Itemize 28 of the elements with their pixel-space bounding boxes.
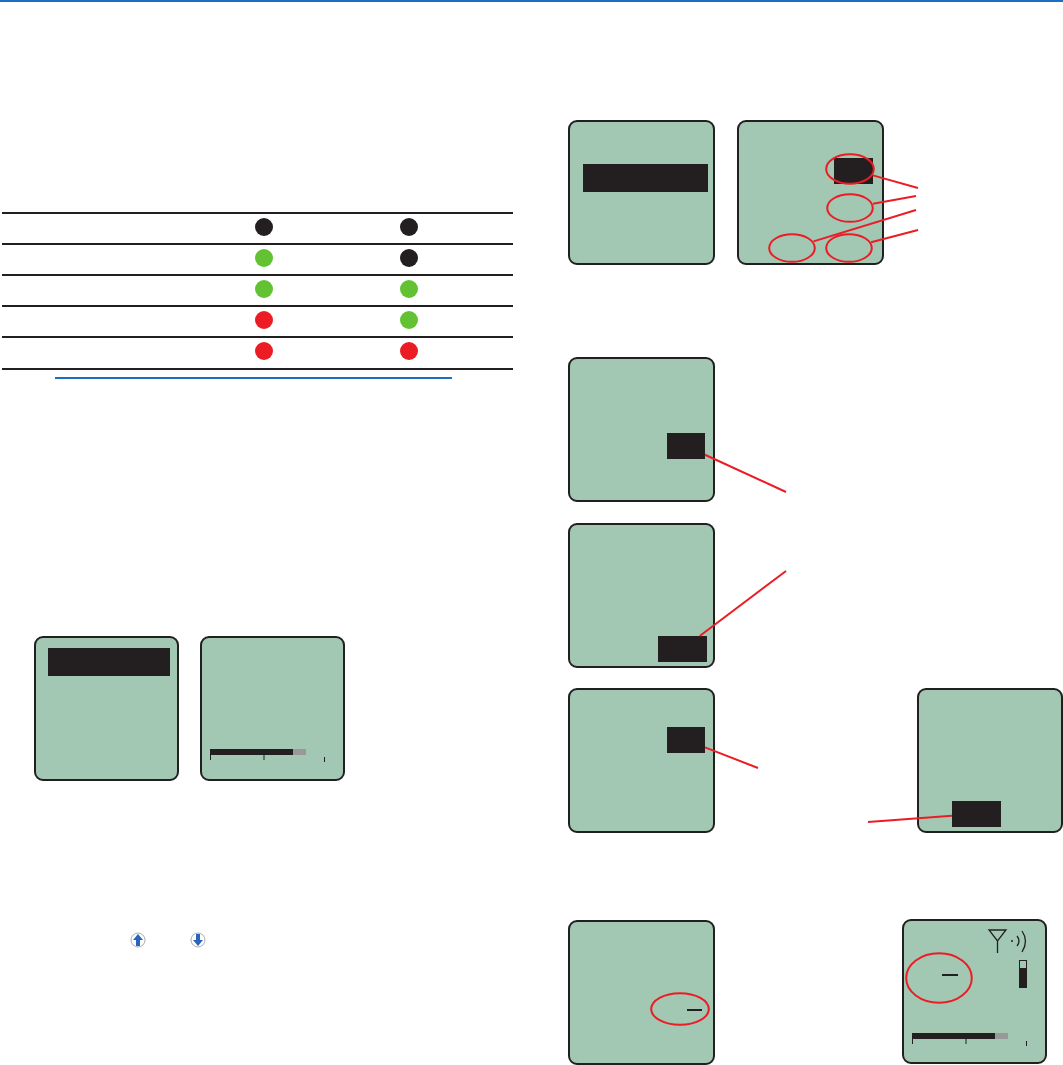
lcd-screen [568, 357, 715, 502]
highlighted-field [952, 801, 1001, 827]
leader-line [871, 174, 919, 189]
lcd-screen [568, 688, 715, 833]
highlight-ellipse [825, 153, 875, 185]
highlight-ellipse [825, 233, 873, 263]
highlighted-field [658, 636, 707, 662]
lcd-screen [568, 120, 715, 265]
leader-line [704, 453, 787, 493]
highlighted-field [667, 433, 705, 459]
lcd-screen [568, 523, 715, 668]
highlight-ellipse [768, 233, 816, 263]
highlight-ellipse [650, 992, 710, 1026]
lcd-screen [737, 120, 884, 265]
leader-line [704, 746, 759, 769]
leader-line [870, 229, 919, 244]
leader-line [872, 195, 917, 205]
leader-line [867, 814, 953, 823]
lcd-screen [917, 688, 1063, 833]
lcd-screen [200, 636, 345, 781]
highlight-ellipse [905, 952, 973, 1004]
lcd-screen [34, 636, 179, 781]
lcd-screen [902, 919, 1047, 1064]
leader-line [812, 209, 917, 243]
highlighted-field [667, 727, 705, 753]
lcd-screen [568, 920, 715, 1065]
leader-line [698, 570, 787, 637]
highlight-ellipse [826, 193, 874, 223]
